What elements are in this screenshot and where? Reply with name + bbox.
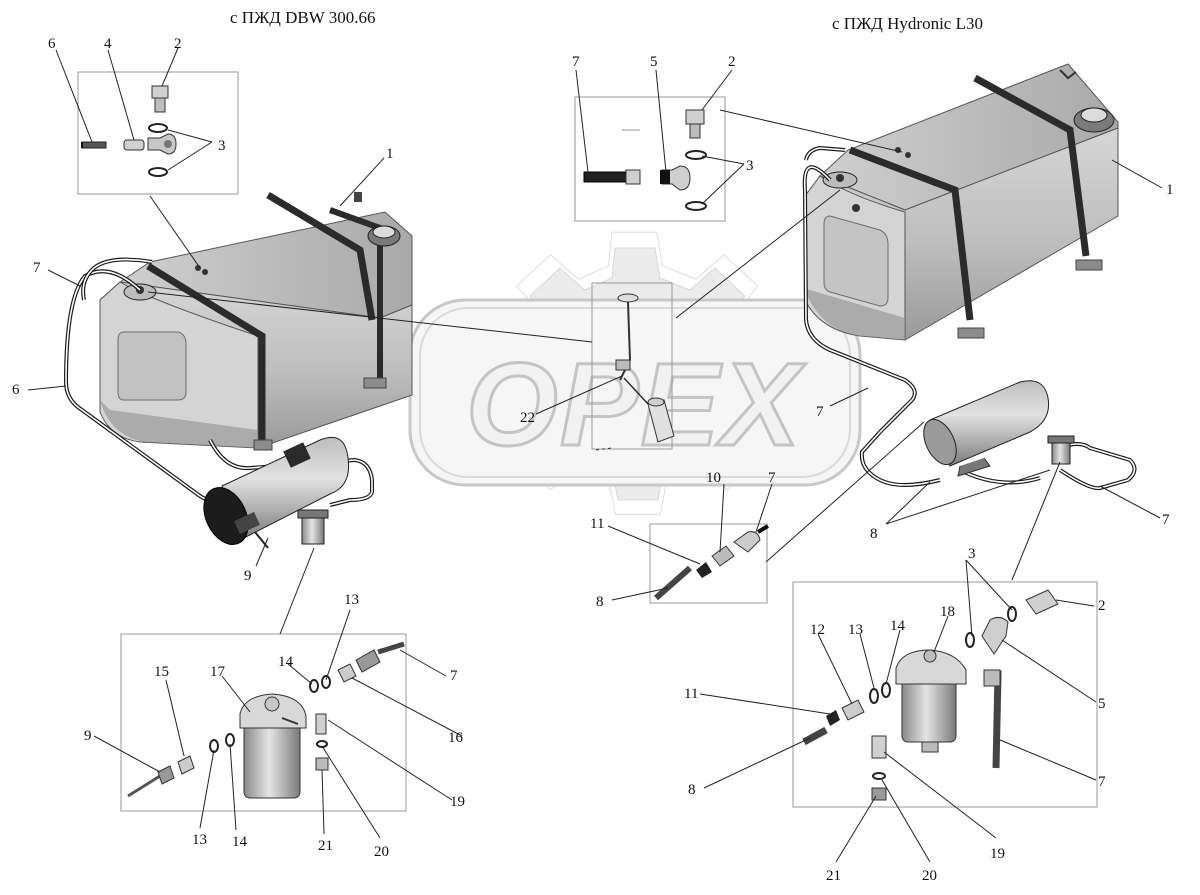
- callout-8: 8: [870, 526, 878, 542]
- callout-7: 7: [816, 404, 824, 420]
- detail-frame-center-sensor: [591, 282, 673, 450]
- callout-2: 2: [1098, 598, 1106, 614]
- callout-17: 17: [210, 664, 226, 680]
- callout-1: 1: [1166, 182, 1174, 198]
- callout-18: 18: [940, 604, 955, 620]
- callout-5: 5: [650, 54, 658, 70]
- callout-15: 15: [154, 664, 169, 680]
- fuel-tank-right: [804, 63, 1119, 341]
- detail-frame-center-fittings: [649, 523, 768, 604]
- callout-20: 20: [374, 844, 389, 860]
- callout-8: 8: [688, 782, 696, 798]
- callout-12: 12: [810, 622, 825, 638]
- fuel-lines-left: [63, 257, 374, 507]
- leader-lines: [27, 47, 1163, 863]
- callout-3: 3: [746, 158, 754, 174]
- callout-13: 13: [848, 622, 863, 638]
- callout-7: 7: [1098, 774, 1106, 790]
- callout-labels: 6 4 2 3 1 7 6 22 9 7 5 2 3 1 7 8 7 10 7 …: [12, 36, 1174, 884]
- callout-2: 2: [174, 36, 182, 52]
- callout-9: 9: [244, 568, 252, 584]
- callout-5: 5: [1098, 696, 1106, 712]
- callout-10: 10: [706, 470, 721, 486]
- callout-21: 21: [826, 868, 841, 884]
- detail-banjo-set-right: [583, 109, 707, 211]
- inline-filter-right: [1047, 435, 1075, 465]
- detail-frame-top-right: [574, 96, 726, 222]
- watermark-text: OPEX: [466, 339, 806, 471]
- callout-19: 19: [450, 794, 465, 810]
- callout-19: 19: [990, 846, 1005, 862]
- fuel-lines-right: [802, 145, 1137, 491]
- detail-fittings-center: [654, 524, 770, 601]
- heater-dbw-300: [203, 436, 350, 549]
- detail-frame-bottom-right: [792, 581, 1098, 808]
- callout-13: 13: [344, 592, 359, 608]
- callout-1: 1: [386, 146, 394, 162]
- watermark: OPEX: [408, 231, 862, 515]
- detail-filter-assembly-left: [127, 641, 405, 799]
- inline-filter-left: [297, 509, 329, 545]
- callout-6: 6: [48, 36, 56, 52]
- callout-7: 7: [33, 260, 41, 276]
- callout-9: 9: [84, 728, 92, 744]
- callout-7: 7: [572, 54, 580, 70]
- detail-fuel-intake-22: [595, 293, 675, 451]
- callout-4: 4: [104, 36, 112, 52]
- callout-22: 22: [520, 410, 535, 426]
- callout-20: 20: [922, 868, 937, 884]
- callout-6: 6: [12, 382, 20, 398]
- callout-13: 13: [192, 832, 207, 848]
- detail-banjo-set-left: [81, 85, 177, 177]
- callout-16: 16: [448, 730, 464, 746]
- heater-hydronic-l30: [923, 380, 1050, 477]
- callout-21: 21: [318, 838, 333, 854]
- callout-8: 8: [596, 594, 604, 610]
- callout-14: 14: [232, 834, 248, 850]
- callout-7: 7: [1162, 512, 1170, 528]
- callout-2: 2: [728, 54, 736, 70]
- detail-frame-bottom-left: [120, 633, 407, 812]
- detail-filter-assembly-right: [802, 589, 1059, 801]
- callout-3: 3: [218, 138, 226, 154]
- callout-3: 3: [968, 546, 976, 562]
- callout-7: 7: [450, 668, 458, 684]
- detail-frame-top-left: [77, 71, 239, 195]
- callout-14: 14: [278, 654, 294, 670]
- left-variant-title: с ПЖД DBW 300.66: [230, 8, 376, 27]
- callout-11: 11: [684, 686, 698, 702]
- right-variant-title: с ПЖД Hydronic L30: [832, 14, 983, 33]
- callout-11: 11: [590, 516, 604, 532]
- callout-7: 7: [768, 470, 776, 486]
- fuel-tank-left: [99, 191, 413, 451]
- callout-14: 14: [890, 618, 906, 634]
